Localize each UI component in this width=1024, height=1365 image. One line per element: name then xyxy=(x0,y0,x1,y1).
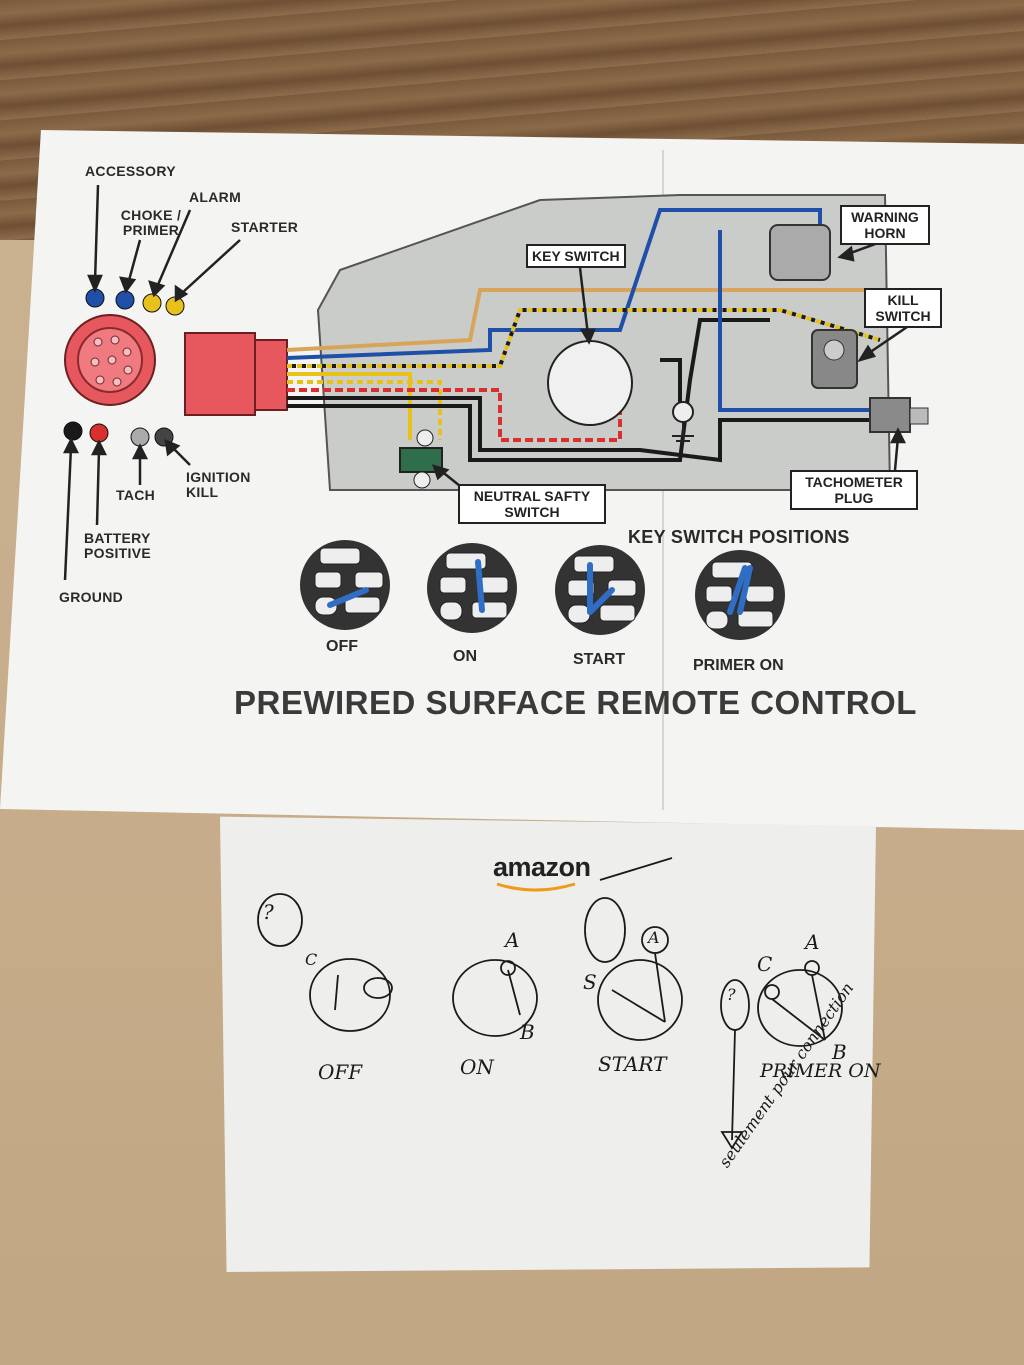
label-key-switch: KEY SWITCH xyxy=(526,244,626,268)
ground-terminal xyxy=(63,421,83,441)
diagram-title: PREWIRED SURFACE REMOTE CONTROL xyxy=(234,684,917,721)
label-starter: STARTER xyxy=(231,219,299,235)
handwritten-a-2: A xyxy=(648,928,660,947)
sketch-off-circle xyxy=(309,958,391,1032)
position-start-label: START xyxy=(573,651,626,668)
amazon-envelope xyxy=(220,816,876,1272)
label-choke-primer: CHOKE / PRIMER xyxy=(120,207,182,238)
handwritten-c-2: C xyxy=(757,952,773,976)
alarm-terminal xyxy=(142,293,162,313)
handwritten-a-3: A xyxy=(805,930,820,954)
position-off-label: OFF xyxy=(326,638,358,655)
sketch-primer-circle xyxy=(757,969,843,1047)
handwritten-off: OFF xyxy=(318,1060,363,1084)
handwritten-start: START xyxy=(598,1052,667,1076)
label-ground: GROUND xyxy=(59,589,124,605)
label-neutral-safety-switch: NEUTRAL SAFTY SWITCH xyxy=(458,484,606,524)
warning-horn-body xyxy=(769,224,831,281)
label-alarm: ALARM xyxy=(189,189,242,205)
handwritten-s-1: S xyxy=(583,970,597,994)
sketch-on-circle xyxy=(452,959,538,1037)
handwritten-a-1: A xyxy=(505,928,520,952)
handwritten-question-1: ? xyxy=(263,900,274,924)
amazon-smile-icon xyxy=(496,882,576,892)
amazon-logo: amazon xyxy=(493,852,591,882)
red-plug xyxy=(184,332,256,416)
key-position-icons xyxy=(300,540,785,640)
label-kill-switch: KILL SWITCH xyxy=(864,288,942,328)
label-tach: TACH xyxy=(116,487,156,503)
handwritten-question-2: ? xyxy=(727,985,736,1004)
question-circle-1 xyxy=(257,893,303,947)
handwritten-b-2: B xyxy=(832,1040,847,1064)
tachometer-plug-body xyxy=(869,397,911,433)
position-primer-label: PRIMER ON xyxy=(693,657,784,674)
label-tachometer-plug: TACHOMETER PLUG xyxy=(790,470,918,510)
label-ignition-kill: IGNITION KILL xyxy=(186,469,251,500)
handwritten-on: ON xyxy=(460,1055,494,1079)
position-on-label: ON xyxy=(453,648,477,665)
handwritten-b-1: B xyxy=(520,1020,535,1044)
label-warning-horn: WARNING HORN xyxy=(840,205,930,245)
key-switch-positions-heading: KEY SWITCH POSITIONS xyxy=(628,527,850,547)
label-accessory: ACCESSORY xyxy=(85,163,176,179)
handwritten-c-1: C xyxy=(305,950,318,969)
label-battery-positive: BATTERY POSITIVE xyxy=(84,530,151,561)
handwritten-primer-on: PRIMER ON xyxy=(760,1060,881,1082)
sketch-start-circle xyxy=(597,959,683,1041)
